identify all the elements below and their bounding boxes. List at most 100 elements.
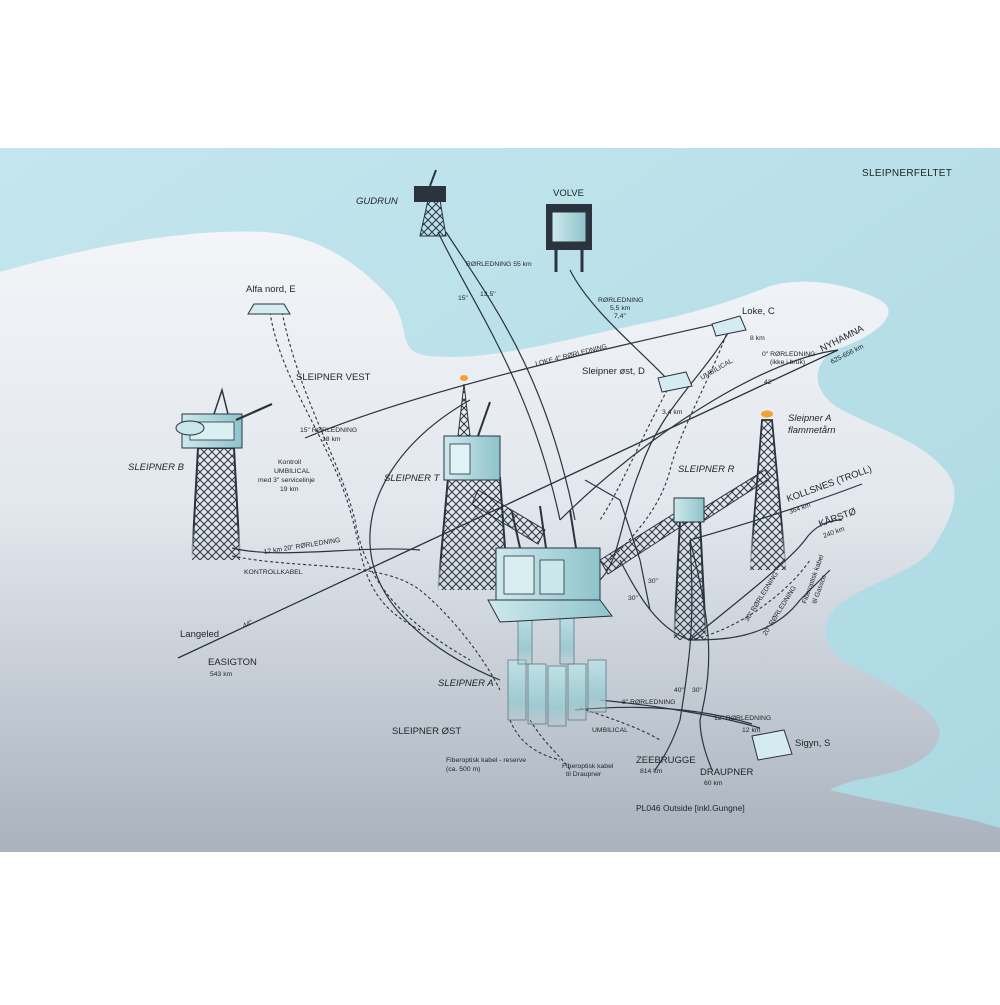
label-alfa-pipe-1: 15" RØRLEDNING bbox=[300, 427, 357, 434]
pipeline-kollsnes bbox=[689, 483, 863, 541]
sleipner-b-jacket bbox=[190, 447, 242, 561]
template-sleipner-d bbox=[657, 371, 693, 393]
label-langeled-44: 44" bbox=[242, 619, 254, 630]
flare-tower-lattice bbox=[749, 419, 787, 571]
pipeline-volve bbox=[569, 269, 669, 381]
label-gudrun: GUDRUN bbox=[356, 196, 398, 207]
sleipner-t-flare bbox=[460, 375, 468, 381]
pipeline-sleipner-b bbox=[231, 547, 421, 554]
subsea-templates bbox=[247, 303, 793, 761]
label-d-dist: 3,4 km bbox=[662, 409, 683, 416]
field-gudrun bbox=[414, 169, 447, 237]
flare-flame bbox=[761, 410, 773, 418]
label-volve-pipe-1: RØRLEDNING bbox=[598, 297, 643, 304]
label-nyhamna-42: 42" bbox=[764, 379, 775, 386]
label-alfa-pipe-2: 18 km bbox=[322, 436, 341, 443]
pipeline-r-20 bbox=[687, 569, 831, 641]
pipeline-t-loop bbox=[369, 399, 501, 681]
footer-label: PL046 Outside [inkl.Gungne] bbox=[636, 803, 745, 813]
label-zb-40: 40" bbox=[674, 687, 685, 694]
label-a-8in: 8" RØRLEDNING bbox=[622, 699, 675, 706]
label-gudrun-13: 13,5" bbox=[480, 291, 496, 298]
pipeline-t-30 bbox=[584, 479, 651, 611]
sleipner-a-columns bbox=[507, 611, 607, 727]
label-t-30a: 30" bbox=[648, 578, 659, 585]
pipeline-loke-4 bbox=[304, 321, 726, 439]
label-loke-0-2: (ikke i bruk) bbox=[770, 359, 805, 366]
pipeline-karsto bbox=[689, 519, 843, 641]
umbilicals-and-cables bbox=[231, 311, 811, 771]
sleipner-a-crane-1 bbox=[511, 511, 521, 549]
umbilical-kontroll-b bbox=[281, 311, 471, 661]
pipeline-gudrun-13 bbox=[445, 231, 576, 521]
pipeline-langeled bbox=[177, 349, 839, 659]
sleipner-a-crane-2 bbox=[539, 505, 547, 549]
sleipner-t-flare-tower bbox=[457, 383, 471, 437]
label-langeled: Langeled bbox=[180, 629, 219, 640]
label-gudrun-15: 15" bbox=[458, 295, 469, 302]
label-kontroll-4: 19 km bbox=[280, 486, 299, 493]
label-loke-0-1: 0" RØRLEDNING bbox=[762, 351, 815, 358]
label-sleipner-r: SLEIPNER R bbox=[678, 464, 735, 475]
label-kontroll-1: Kontroll bbox=[278, 459, 302, 466]
label-flare-2: flammetårn bbox=[788, 425, 836, 436]
label-zeebrugge-dist: 814 km bbox=[640, 768, 663, 775]
label-sigyn-pipe: 12" RØRLEDNING bbox=[714, 715, 771, 722]
label-dr-30: 30" bbox=[692, 687, 703, 694]
label-sleipner-ost: SLEIPNER ØST bbox=[392, 726, 461, 737]
platform-sleipner-a-flare bbox=[749, 410, 787, 571]
platform-sleipner-b bbox=[175, 387, 273, 561]
label-volve-pipe-3: 7,4" bbox=[614, 313, 626, 320]
template-loke bbox=[711, 315, 747, 337]
fiber-draupner bbox=[529, 719, 571, 771]
label-loke-dist: 8 km bbox=[750, 335, 765, 342]
sleipner-r-deck bbox=[673, 497, 705, 523]
sleipner-a-crane-3 bbox=[569, 509, 577, 549]
field-volve bbox=[546, 204, 592, 272]
label-loke: Loke, C bbox=[742, 306, 775, 317]
label-sleipner-b: SLEIPNER B bbox=[128, 462, 185, 473]
label-flare-1: Sleipner A bbox=[788, 413, 831, 424]
umbilical-sleipner-d bbox=[599, 384, 671, 521]
pipeline-nyhamna bbox=[559, 349, 839, 521]
umbilical-loke-d bbox=[609, 329, 729, 561]
pipeline-gudrun-15 bbox=[437, 231, 561, 521]
sleipner-b-helideck bbox=[175, 420, 205, 436]
label-kontrollkabel: KONTROLLKABEL bbox=[244, 569, 303, 576]
label-t-30b: 30" bbox=[628, 595, 639, 602]
label-sigyn: Sigyn, S bbox=[795, 738, 830, 749]
kontrollkabel-b bbox=[231, 555, 501, 691]
sleipner-t-crane bbox=[477, 401, 491, 437]
label-sigyn-dist: 12 km bbox=[742, 727, 761, 734]
pipelines bbox=[177, 231, 863, 771]
label-sleipner-vest: SLEIPNER VEST bbox=[296, 372, 371, 383]
label-draupner-dist: 60 km bbox=[704, 780, 723, 787]
label-kontroll-2: UMBILICAL bbox=[274, 468, 310, 475]
label-easington: EASIGTON bbox=[208, 657, 257, 668]
sleipner-b-crane bbox=[235, 402, 273, 422]
umbilical-a bbox=[579, 707, 661, 741]
label-easington-dist: 543 km bbox=[210, 671, 233, 678]
label-a-umbilical: UMBILICAL bbox=[592, 727, 628, 734]
template-alfa-nord bbox=[247, 303, 291, 315]
label-volve-pipe-2: 5,5 km bbox=[610, 305, 631, 312]
sleipner-r-jacket bbox=[672, 519, 708, 641]
fiber-reserve bbox=[509, 719, 561, 761]
label-alfa-nord: Alfa nord, E bbox=[246, 284, 296, 295]
map-title: SLEIPNERFELTET bbox=[862, 168, 952, 179]
label-sleipner-t: SLEIPNER T bbox=[384, 473, 441, 484]
fiber-gassco bbox=[689, 559, 811, 641]
label-volve: VOLVE bbox=[553, 188, 584, 199]
pipeline-a-sigyn bbox=[599, 699, 761, 729]
label-fiber-reserve-2: (ca. 500 m) bbox=[446, 766, 480, 773]
label-kontroll-3: med 3" servicelinje bbox=[258, 477, 315, 484]
template-sigyn bbox=[751, 729, 793, 761]
label-fiber-draupner-2: til Draupner bbox=[566, 771, 602, 778]
label-sleipner-a: SLEIPNER A bbox=[438, 678, 494, 689]
label-gudrun-pipe: RØRLEDNING 55 km bbox=[466, 261, 532, 268]
label-sleipner-ost-d: Sleipner øst, D bbox=[582, 366, 645, 377]
label-fiber-draupner-1: Fiberoptisk kabel bbox=[562, 763, 614, 770]
label-draupner: DRAUPNER bbox=[700, 767, 753, 778]
